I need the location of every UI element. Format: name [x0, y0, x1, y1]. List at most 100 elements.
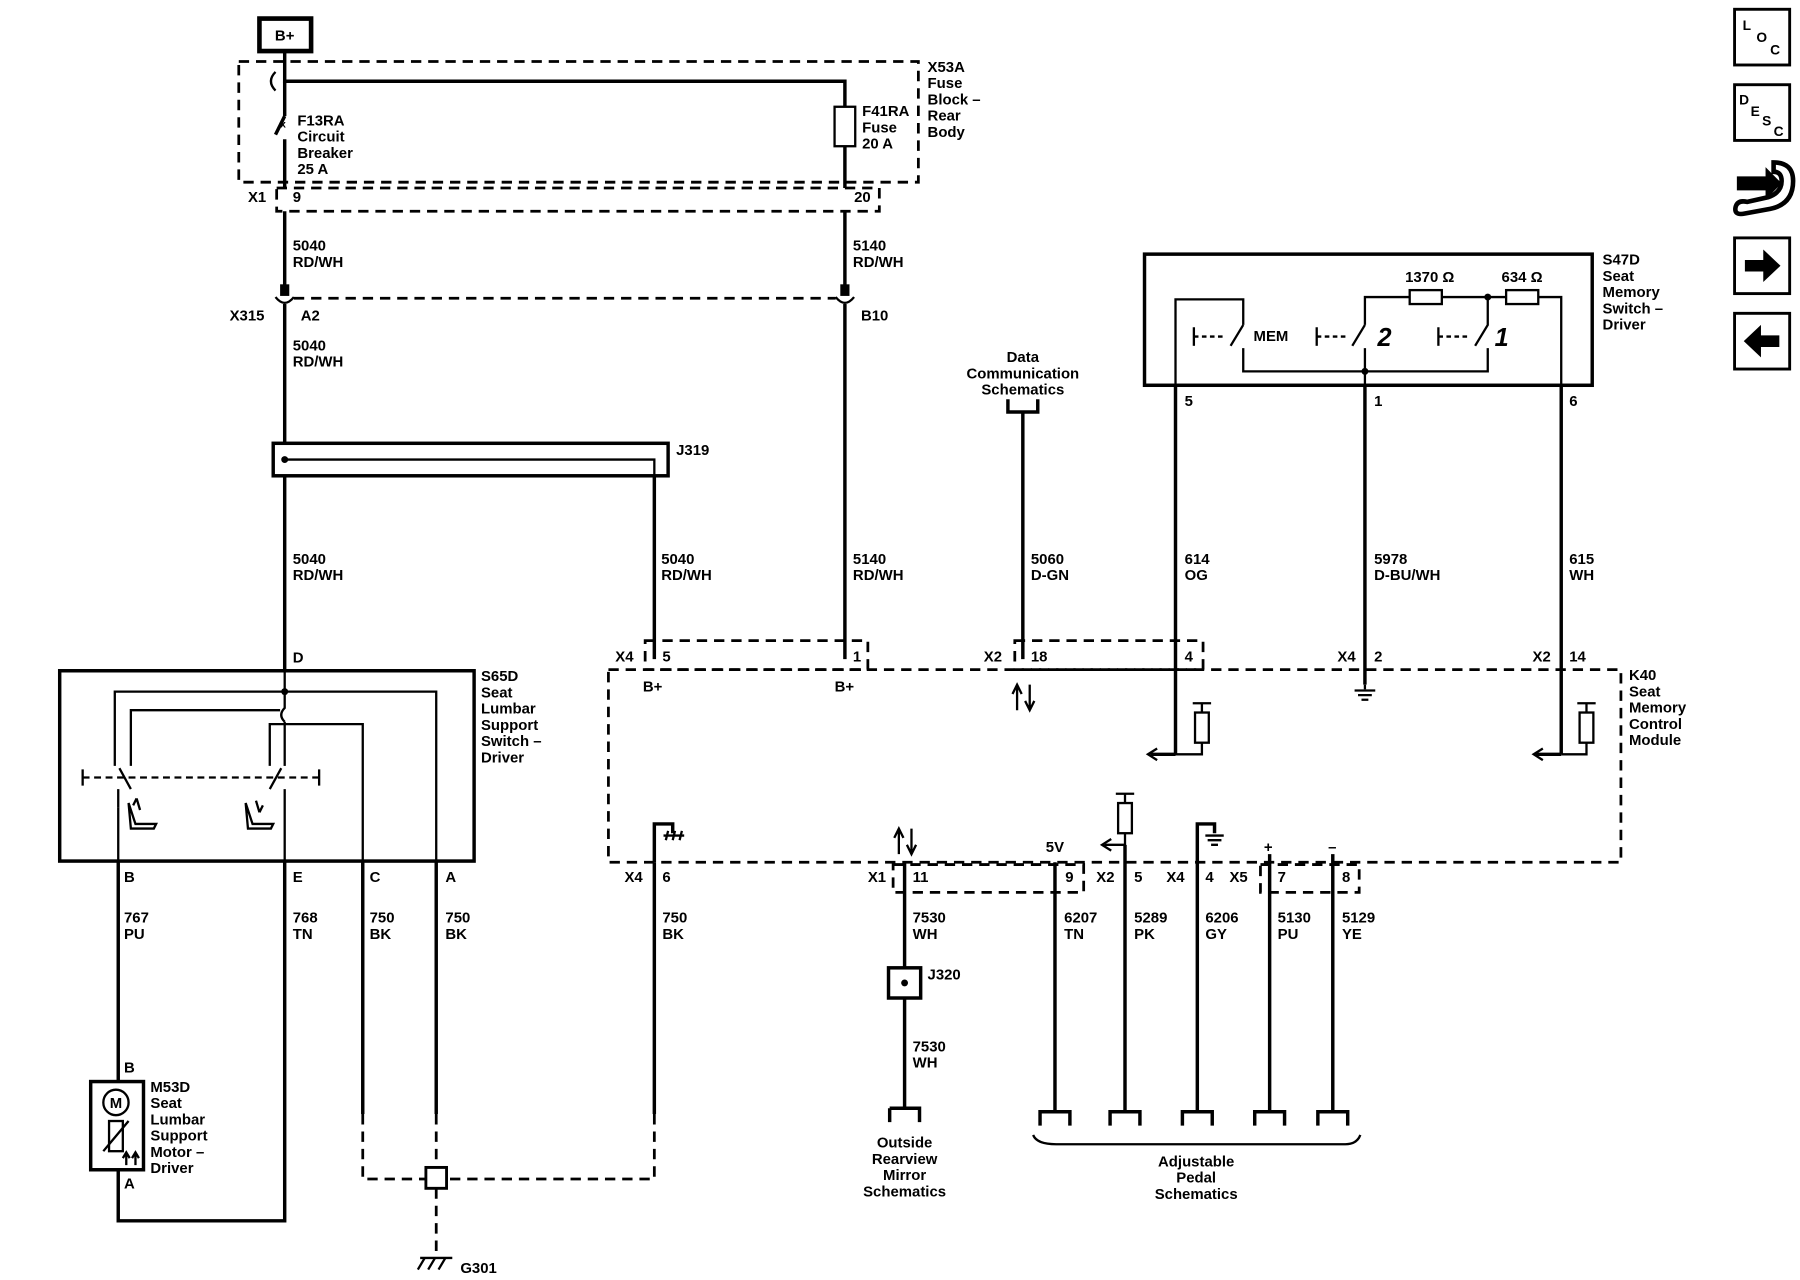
module-x2-pin14-label: X2: [1533, 648, 1551, 665]
svg-text:5140: 5140: [853, 551, 886, 568]
svg-text:Breaker: Breaker: [297, 145, 353, 162]
svg-text:Schematics: Schematics: [1155, 1186, 1238, 1203]
j320-splice: [886, 966, 923, 1000]
wire-768: [116, 861, 287, 1223]
memory-switch-pin-1: 1: [1374, 393, 1382, 410]
svg-text:Pedal: Pedal: [1176, 1169, 1216, 1186]
wire-6206-label: 6206 GY: [1205, 910, 1238, 943]
svg-text:Outside: Outside: [877, 1135, 933, 1152]
svg-text:20 A: 20 A: [862, 135, 893, 152]
wrench-icon[interactable]: [1733, 160, 1796, 217]
arrow-left-icon: [1743, 324, 1780, 358]
svg-text:F13RA: F13RA: [297, 112, 344, 129]
module-gy-ground-symbol: [1195, 822, 1224, 863]
svg-text:Motor –: Motor –: [150, 1144, 204, 1161]
svg-text:Data: Data: [1007, 349, 1040, 366]
module-x4-top-label: X4: [615, 648, 634, 665]
svg-text:RD/WH: RD/WH: [853, 254, 904, 271]
wire-750-c-dashed: [361, 1114, 425, 1181]
svg-text:5040: 5040: [293, 337, 326, 354]
loc-button[interactable]: L O C: [1733, 7, 1792, 67]
memory-switch-button-1: 1: [1495, 324, 1509, 352]
svg-text:Fuse: Fuse: [928, 75, 963, 92]
svg-text:5060: 5060: [1031, 551, 1064, 568]
module-pin-5: 5: [662, 648, 670, 665]
module-x4-pin2-label: X4: [1337, 648, 1356, 665]
svg-text:X53A: X53A: [928, 59, 965, 76]
svg-text:Control: Control: [1629, 716, 1682, 733]
svg-text:WH: WH: [1569, 567, 1594, 584]
wire-5978-label: 5978 D-BU/WH: [1374, 551, 1440, 584]
ground-g301-symbol: [416, 1256, 453, 1271]
module-5v-label: 5V: [1046, 839, 1064, 856]
module-pedal-sensor-symbol: [1099, 792, 1135, 852]
mirror-ref-bracket: [887, 1106, 922, 1123]
svg-text:5289: 5289: [1134, 910, 1167, 927]
wire-750-a-label: 750 BK: [445, 910, 470, 943]
svg-text:Memory: Memory: [1603, 284, 1661, 301]
module-pin-9: 9: [1065, 869, 1073, 886]
x1-pin-9: 9: [293, 189, 301, 206]
svg-text:750: 750: [370, 910, 395, 927]
svg-text:RD/WH: RD/WH: [293, 354, 344, 371]
svg-text:RD/WH: RD/WH: [293, 254, 344, 271]
svg-text:BK: BK: [370, 926, 392, 943]
svg-text:Seat: Seat: [1629, 683, 1661, 700]
lumbar-switch-pin-e: E: [293, 869, 303, 886]
lumbar-switch-box: [57, 669, 476, 863]
lumbar-switch-pin-d: D: [293, 650, 304, 667]
x315-pin-a2: A2: [301, 307, 320, 324]
wire-7530-label-1: 7530 WH: [913, 910, 946, 943]
svg-text:Rearview: Rearview: [872, 1151, 938, 1168]
module-pin-6: 6: [662, 869, 670, 886]
svg-text:WH: WH: [913, 926, 938, 943]
j319-bus: [284, 458, 656, 476]
lumbar-switch-internal: [81, 670, 438, 862]
svg-text:Schematics: Schematics: [981, 381, 1064, 398]
svg-text:767: 767: [124, 910, 149, 927]
svg-text:S47D: S47D: [1603, 252, 1640, 269]
lumbar-motor-pin-a: A: [124, 1175, 135, 1192]
module-pin-14: 14: [1569, 648, 1586, 665]
module-x1-bottom-connector: [891, 863, 1086, 894]
lumbar-motor-label: M53D Seat Lumbar Support Motor – Driver: [150, 1079, 207, 1177]
module-x4-gy-label: X4: [1166, 869, 1185, 886]
svg-text:Seat: Seat: [481, 684, 513, 701]
desc-button[interactable]: D E S C: [1733, 83, 1792, 142]
ground-g301-label: G301: [460, 1260, 497, 1277]
lumbar-motor-m: M: [110, 1095, 122, 1112]
module-pin-4: 4: [1185, 648, 1194, 665]
module-x2-top-connector: [1013, 639, 1205, 671]
svg-text:D-BU/WH: D-BU/WH: [1374, 567, 1440, 584]
svg-text:615: 615: [1569, 551, 1594, 568]
svg-text:C: C: [1774, 123, 1784, 139]
wire-5040-label-2: 5040 RD/WH: [293, 337, 344, 370]
module-pullup-615: [1531, 702, 1596, 762]
svg-text:Switch –: Switch –: [1603, 300, 1664, 317]
previous-page-button[interactable]: [1733, 311, 1792, 371]
mirror-reference: Outside Rearview Mirror Schematics: [863, 1135, 946, 1201]
x315-pin-b10: B10: [861, 307, 888, 324]
svg-text:5040: 5040: [293, 551, 326, 568]
fuse-block-boundary: [237, 60, 920, 184]
module-pullup-614: [1145, 702, 1212, 762]
fuse-block-label: X53A Fuse Block – Rear Body: [928, 59, 981, 141]
svg-text:B+: B+: [275, 28, 295, 45]
pedal-reference: Adjustable Pedal Schematics: [1155, 1153, 1238, 1203]
svg-text:WH: WH: [913, 1055, 938, 1072]
wire-5060-label: 5060 D-GN: [1031, 551, 1069, 584]
lumbar-switch-label: S65D Seat Lumbar Support Switch – Driver: [481, 668, 542, 766]
lumbar-motor-symbol: [102, 1088, 130, 1117]
module-pin-b5: 5: [1134, 869, 1142, 886]
wire-768-label: 768 TN: [293, 910, 318, 943]
pedal-ref-brackets: [1032, 1109, 1362, 1146]
ground-splice: [424, 1165, 448, 1190]
svg-text:Body: Body: [928, 124, 966, 141]
x315-connector-label: X315: [230, 307, 265, 324]
memory-switch-pin-6: 6: [1569, 393, 1577, 410]
wire-7530-label-2: 7530 WH: [913, 1038, 946, 1071]
next-page-button[interactable]: [1733, 236, 1792, 296]
memory-switch-pin-5: 5: [1185, 393, 1193, 410]
circuit-breaker-symbol: x: [273, 81, 287, 188]
